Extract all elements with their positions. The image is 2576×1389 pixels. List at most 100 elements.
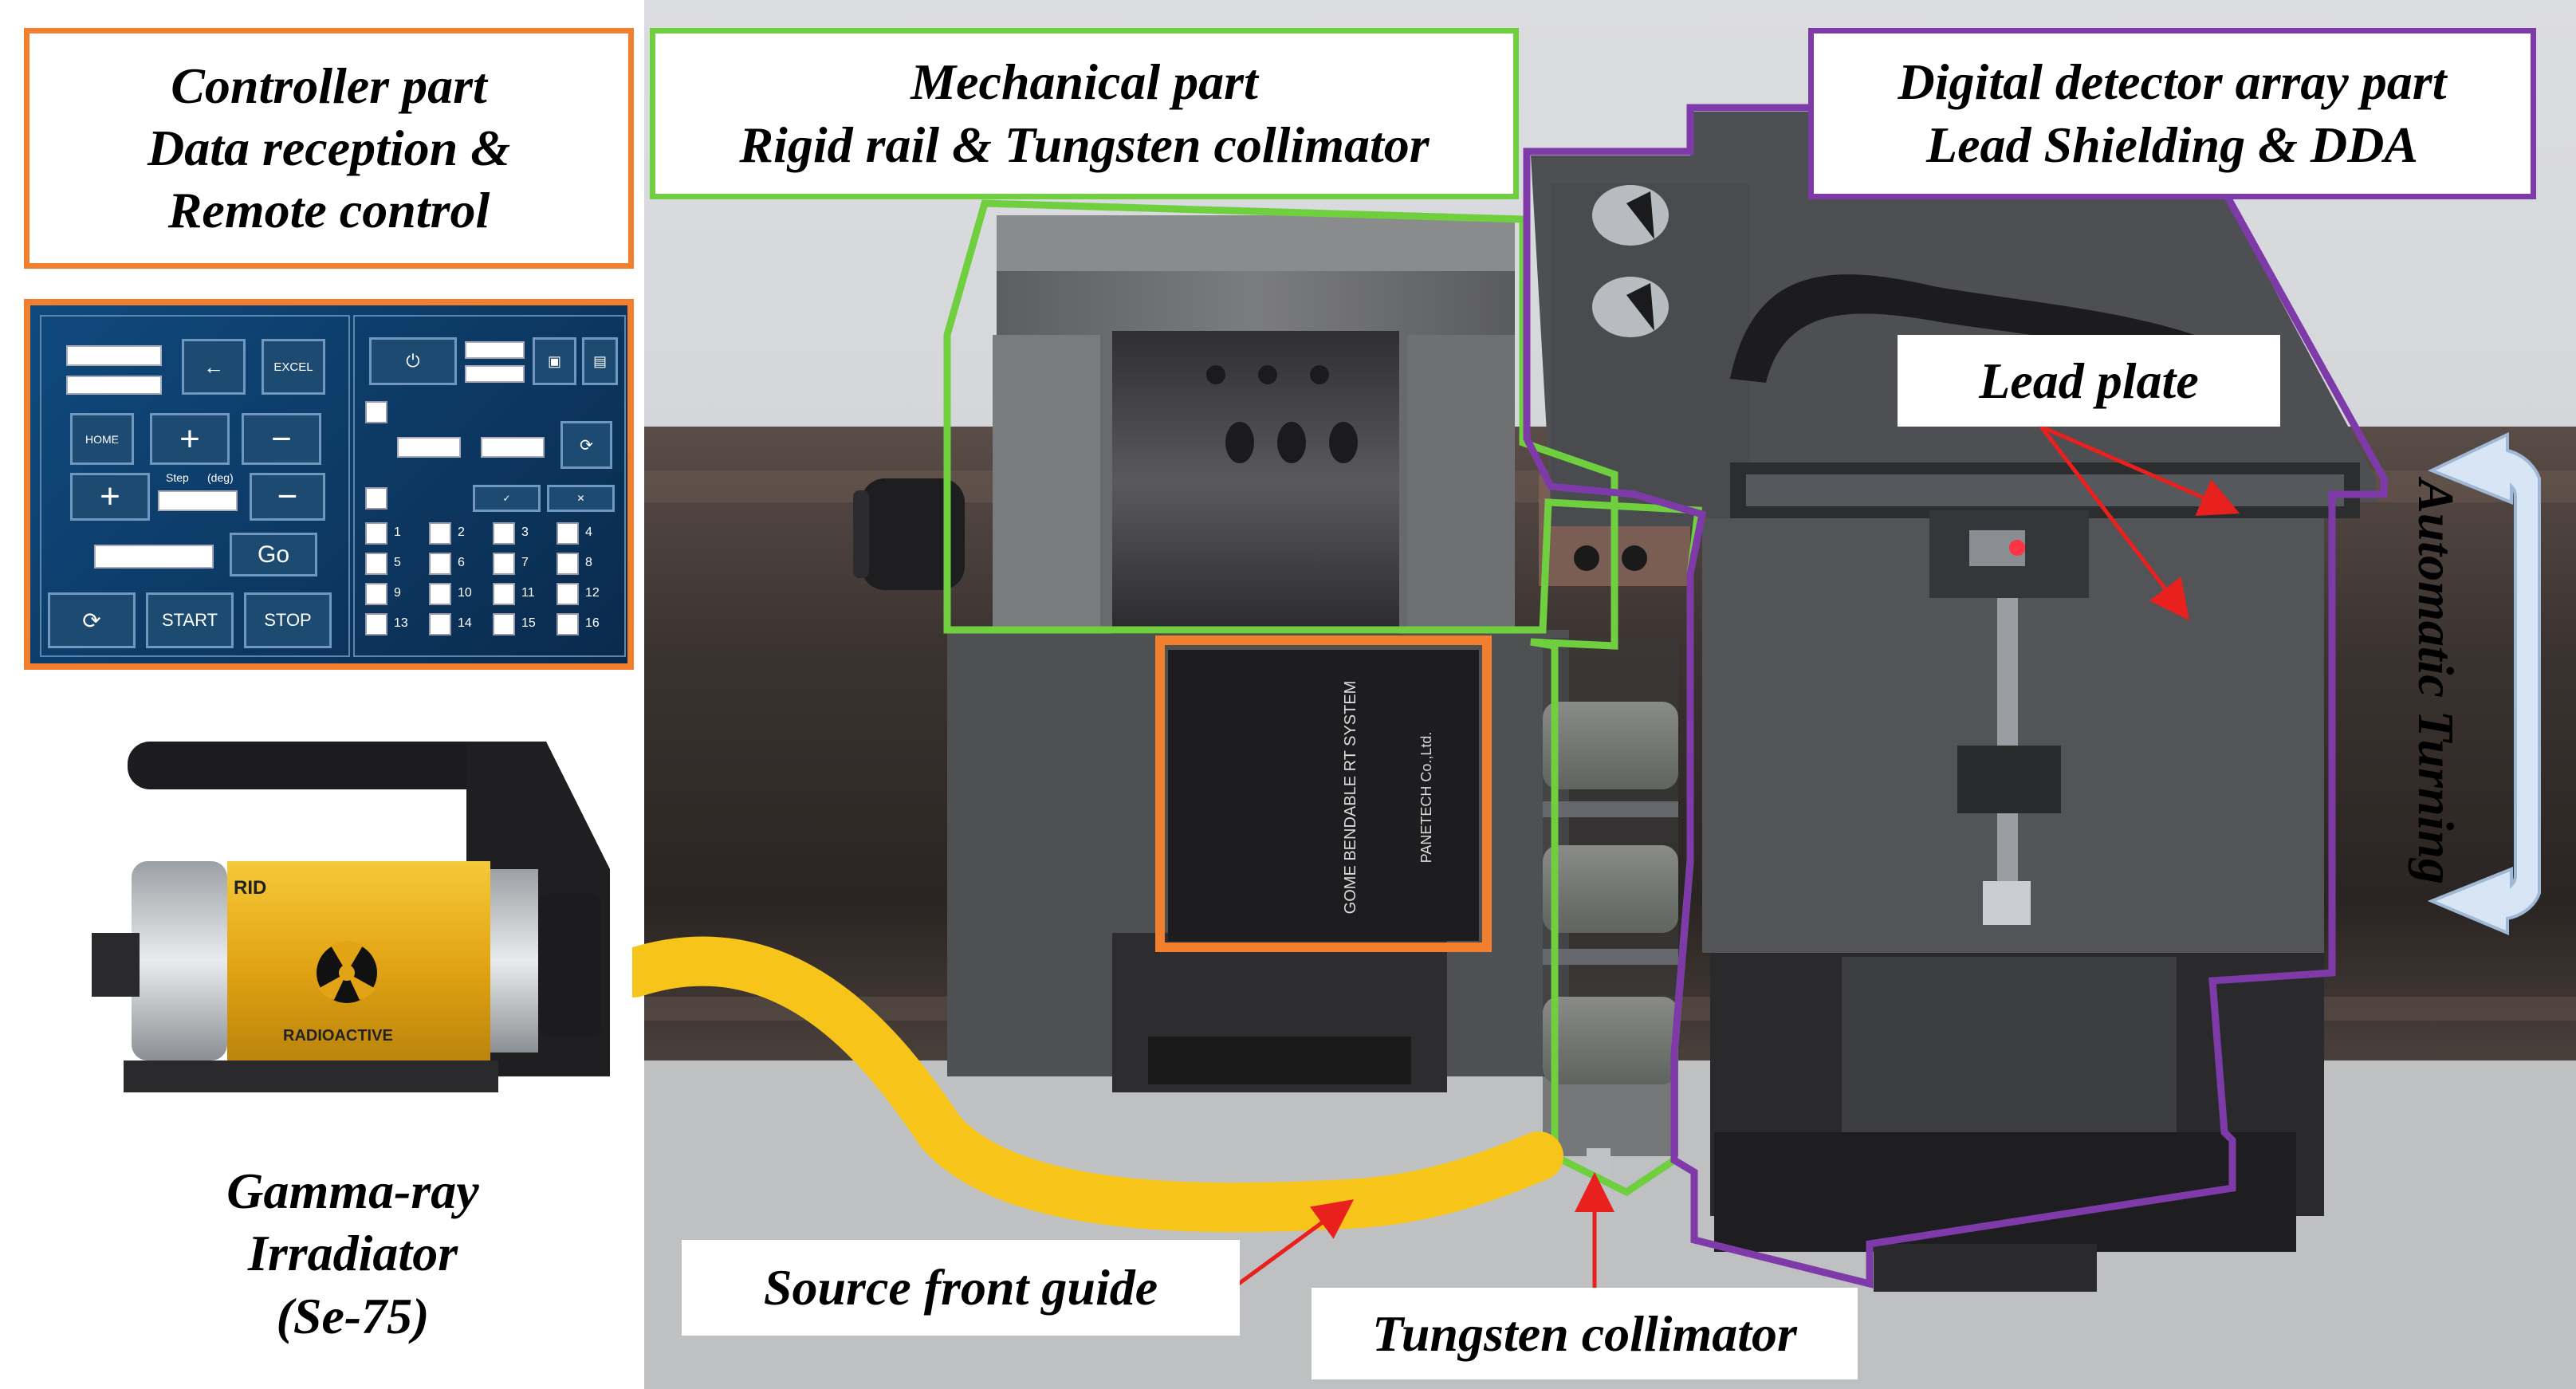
ui-excel-label: EXCEL: [273, 360, 313, 374]
ui-mode1-field-2[interactable]: [481, 437, 545, 458]
ui-stop-label: STOP: [264, 610, 312, 630]
ui-start-label: START: [161, 610, 218, 630]
ui-checkbox-10[interactable]: [429, 583, 451, 605]
dda-part-label: Digital detector array part Lead Shieldi…: [1808, 28, 2536, 199]
ui-minus-label-1: −: [271, 419, 292, 458]
ui-field-2[interactable]: [66, 376, 162, 395]
ui-plus-label-1: +: [179, 419, 200, 458]
source-guide: [609, 936, 1563, 1233]
ui-checkbox-number-7: 7: [521, 556, 529, 569]
dda-handle: [1730, 274, 2216, 383]
ui-home-label: HOME: [85, 432, 119, 446]
ui-checkbox-number-6: 6: [458, 556, 465, 569]
ui-checkbox-6[interactable]: [429, 553, 451, 575]
ui-select-all-button[interactable]: ✓: [473, 485, 541, 512]
ui-checkbox-14[interactable]: [429, 613, 451, 635]
ui-checkbox-8[interactable]: [556, 553, 579, 575]
ui-go-button[interactable]: Go: [230, 533, 317, 576]
ui-deg-label: (deg): [207, 471, 234, 484]
ui-minus-button-2[interactable]: −: [250, 473, 325, 521]
ui-checkbox-5[interactable]: [365, 553, 387, 575]
ui-return-button[interactable]: ←: [182, 339, 246, 395]
source-front-guide-label: Source front guide: [682, 1240, 1240, 1336]
ui-plus-label-2: +: [100, 477, 120, 516]
ui-checkbox-1[interactable]: [365, 522, 387, 545]
dda-line-2: Lead Shielding & DDA: [1926, 116, 2418, 173]
ui-stop-button[interactable]: STOP: [244, 592, 332, 648]
ui-excel-button[interactable]: EXCEL: [262, 339, 325, 395]
lead-plate-arrow-2: [2039, 425, 2190, 620]
ui-mode1-button[interactable]: ⟳: [560, 421, 612, 469]
nameplate-line2: PANETECH Co.,Ltd.: [1418, 732, 1434, 864]
ui-checkbox-number-12: 12: [585, 586, 600, 600]
ui-checkbox-11[interactable]: [493, 583, 515, 605]
ui-checkbox-7[interactable]: [493, 553, 515, 575]
lead-plate-arrow-1: [2039, 424, 2240, 516]
gamma-irradiator-label: Gamma-ray Irradiator (Se-75): [159, 1132, 546, 1375]
ui-mode1-checkbox[interactable]: [365, 401, 387, 423]
source-guide-arrow: [1226, 1199, 1355, 1294]
controller-line-2: Data reception &: [147, 119, 511, 176]
irradiator-warning-text: RADIOACTIVE: [283, 1027, 393, 1045]
ui-start-button[interactable]: START: [146, 592, 234, 648]
ui-checkbox-15[interactable]: [493, 613, 515, 635]
controller-part-label: Controller part Data reception & Remote …: [24, 28, 634, 269]
ui-checkbox-number-11: 11: [521, 586, 535, 600]
cylinder: [1112, 331, 1399, 634]
ui-checkbox-4[interactable]: [556, 522, 579, 545]
ui-checkbox-number-15: 15: [521, 616, 536, 630]
ui-checkbox-2[interactable]: [429, 522, 451, 545]
ui-checkbox-number-2: 2: [458, 525, 465, 539]
dda-line-1: Digital detector array part: [1898, 53, 2447, 111]
gamma-line-1: Gamma-ray: [226, 1163, 479, 1220]
ui-home-button[interactable]: HOME: [70, 413, 134, 465]
ui-checkbox-number-16: 16: [585, 616, 600, 630]
ui-minus-label-2: −: [277, 477, 298, 516]
ui-field-1[interactable]: [66, 345, 162, 366]
ui-checkbox-number-8: 8: [585, 556, 592, 569]
irradiator-handle: [128, 742, 526, 789]
nameplate: [1168, 650, 1479, 941]
ui-checkbox-number-1: 1: [394, 525, 401, 539]
ui-checkbox-12[interactable]: [556, 583, 579, 605]
ui-checkbox-13[interactable]: [365, 613, 387, 635]
gamma-line-2: Irradiator: [247, 1225, 458, 1282]
ui-checkbox-9[interactable]: [365, 583, 387, 605]
ui-baud-field[interactable]: [465, 365, 525, 383]
ui-checkbox-16[interactable]: [556, 613, 579, 635]
ui-minus-button-1[interactable]: −: [242, 413, 321, 465]
ui-port-field[interactable]: [465, 341, 525, 359]
ui-plus-button-2[interactable]: +: [70, 473, 150, 521]
tungsten-collimator-label: Tungsten collimator: [1312, 1288, 1858, 1379]
controller-line-3: Remote control: [167, 182, 490, 239]
automatic-turning-label: Automatic Turning: [2408, 479, 2464, 884]
lead-plate-label: Lead plate: [1898, 335, 2280, 427]
ui-save-button[interactable]: ▤: [582, 337, 618, 385]
irradiator-photo: RADIOACTIVE RID: [60, 710, 632, 1144]
ui-checkbox-number-13: 13: [394, 616, 408, 630]
nameplate-outline: [1155, 635, 1492, 952]
ui-step-label: Step: [166, 471, 189, 484]
ui-checkbox-number-10: 10: [458, 586, 472, 600]
ui-checkbox-3[interactable]: [493, 522, 515, 545]
ui-move-field[interactable]: [94, 545, 214, 569]
nameplate-line1: GOME BENDABLE RT SYSTEM: [1342, 681, 1359, 915]
ui-reset-button[interactable]: ⟳: [48, 592, 136, 648]
ui-plus-button-1[interactable]: +: [150, 413, 230, 465]
mechanical-part-label: Mechanical part Rigid rail & Tungsten co…: [650, 28, 1519, 199]
ui-checkbox-number-5: 5: [394, 556, 401, 569]
mechanical-line-1: Mechanical part: [910, 53, 1258, 111]
ui-mode2-checkbox[interactable]: [365, 487, 387, 510]
ui-clear-all-button[interactable]: ✕: [547, 485, 615, 512]
irradiator-brand-text: RID: [234, 877, 267, 899]
collimator-rail: [1543, 638, 1678, 1156]
gamma-line-3: (Se-75): [276, 1287, 430, 1344]
ui-step-field[interactable]: [158, 490, 238, 511]
mechanical-line-2: Rigid rail & Tungsten collimator: [739, 116, 1430, 173]
ui-connect-button[interactable]: ⏻: [369, 337, 457, 385]
ui-mode1-field-1[interactable]: [397, 437, 461, 458]
ui-init-button[interactable]: ▣: [533, 337, 576, 385]
turning-arrow: [2427, 431, 2541, 936]
